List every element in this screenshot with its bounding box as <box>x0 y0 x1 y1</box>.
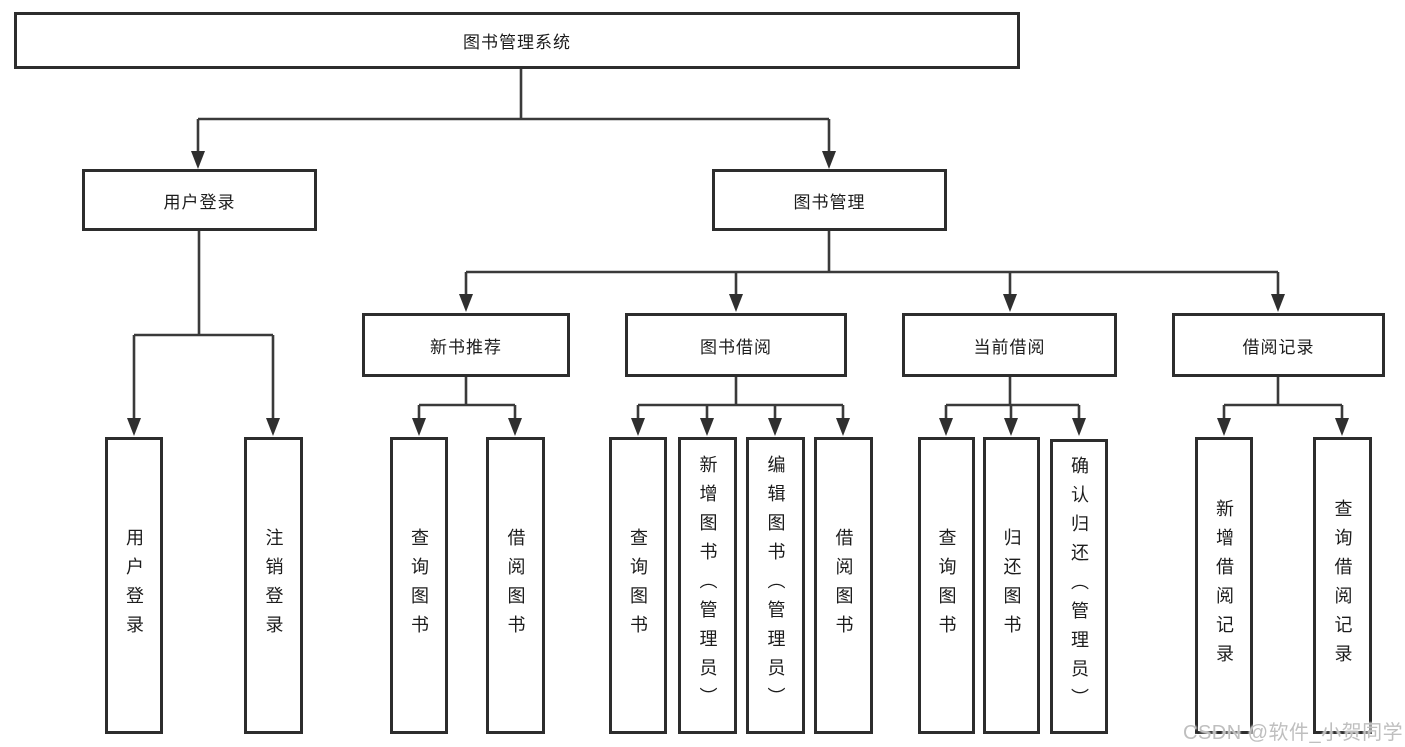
node-user-login: 用户登录 <box>82 169 317 231</box>
node-label: 当前借阅 <box>973 337 1046 357</box>
leaf-user-login: 用户登录 <box>105 437 163 734</box>
leaf-query-books-current: 查询图书 <box>918 437 975 734</box>
leaf-add-books-admin: 新增图书（管理员） <box>678 437 737 734</box>
leaf-borrow-books-borrowing: 借阅图书 <box>814 437 873 734</box>
node-label: 新书推荐 <box>430 337 502 357</box>
node-label: 新增图书（管理员） <box>697 455 718 716</box>
node-label: 查询图书 <box>628 527 648 644</box>
arrowhead-icons <box>127 151 1349 436</box>
leaf-borrow-books-recommend: 借阅图书 <box>486 437 545 734</box>
node-book-borrowing: 图书借阅 <box>625 313 847 377</box>
node-label: 借阅记录 <box>1242 337 1315 357</box>
node-label: 编辑图书（管理员） <box>765 455 786 716</box>
node-label: 用户登录 <box>163 192 236 212</box>
node-book-management: 图书管理 <box>712 169 947 231</box>
node-label: 查询图书 <box>936 527 957 644</box>
leaf-query-borrow-record: 查询借阅记录 <box>1313 437 1372 734</box>
leaf-logout: 注销登录 <box>244 437 303 734</box>
node-borrowing-records: 借阅记录 <box>1172 313 1385 377</box>
node-label: 图书管理系统 <box>463 33 571 52</box>
node-label: 确认归还（管理员） <box>1069 456 1089 717</box>
leaf-query-books-recommend: 查询图书 <box>390 437 448 734</box>
node-current-borrowing: 当前借阅 <box>902 313 1117 377</box>
node-label: 借阅图书 <box>505 527 526 644</box>
node-new-book-recommendation: 新书推荐 <box>362 313 570 377</box>
leaf-query-books-borrowing: 查询图书 <box>609 437 667 734</box>
leaf-return-books: 归还图书 <box>983 437 1040 734</box>
leaf-confirm-return-admin: 确认归还（管理员） <box>1050 439 1108 734</box>
node-label: 归还图书 <box>1001 527 1022 644</box>
node-label: 用户登录 <box>124 527 144 644</box>
node-label: 借阅图书 <box>833 527 854 644</box>
node-library-management-system: 图书管理系统 <box>14 12 1020 69</box>
node-label: 图书借阅 <box>700 337 772 357</box>
node-label: 注销登录 <box>263 527 284 644</box>
node-label: 图书管理 <box>793 192 866 212</box>
node-label: 查询借阅记录 <box>1332 498 1353 673</box>
leaf-add-borrow-record: 新增借阅记录 <box>1195 437 1253 734</box>
node-label: 查询图书 <box>409 527 429 644</box>
leaf-edit-books-admin: 编辑图书（管理员） <box>746 437 805 734</box>
node-label: 新增借阅记录 <box>1214 498 1234 673</box>
csdn-watermark: CSDN @软件_小贺同学 <box>1183 722 1404 744</box>
